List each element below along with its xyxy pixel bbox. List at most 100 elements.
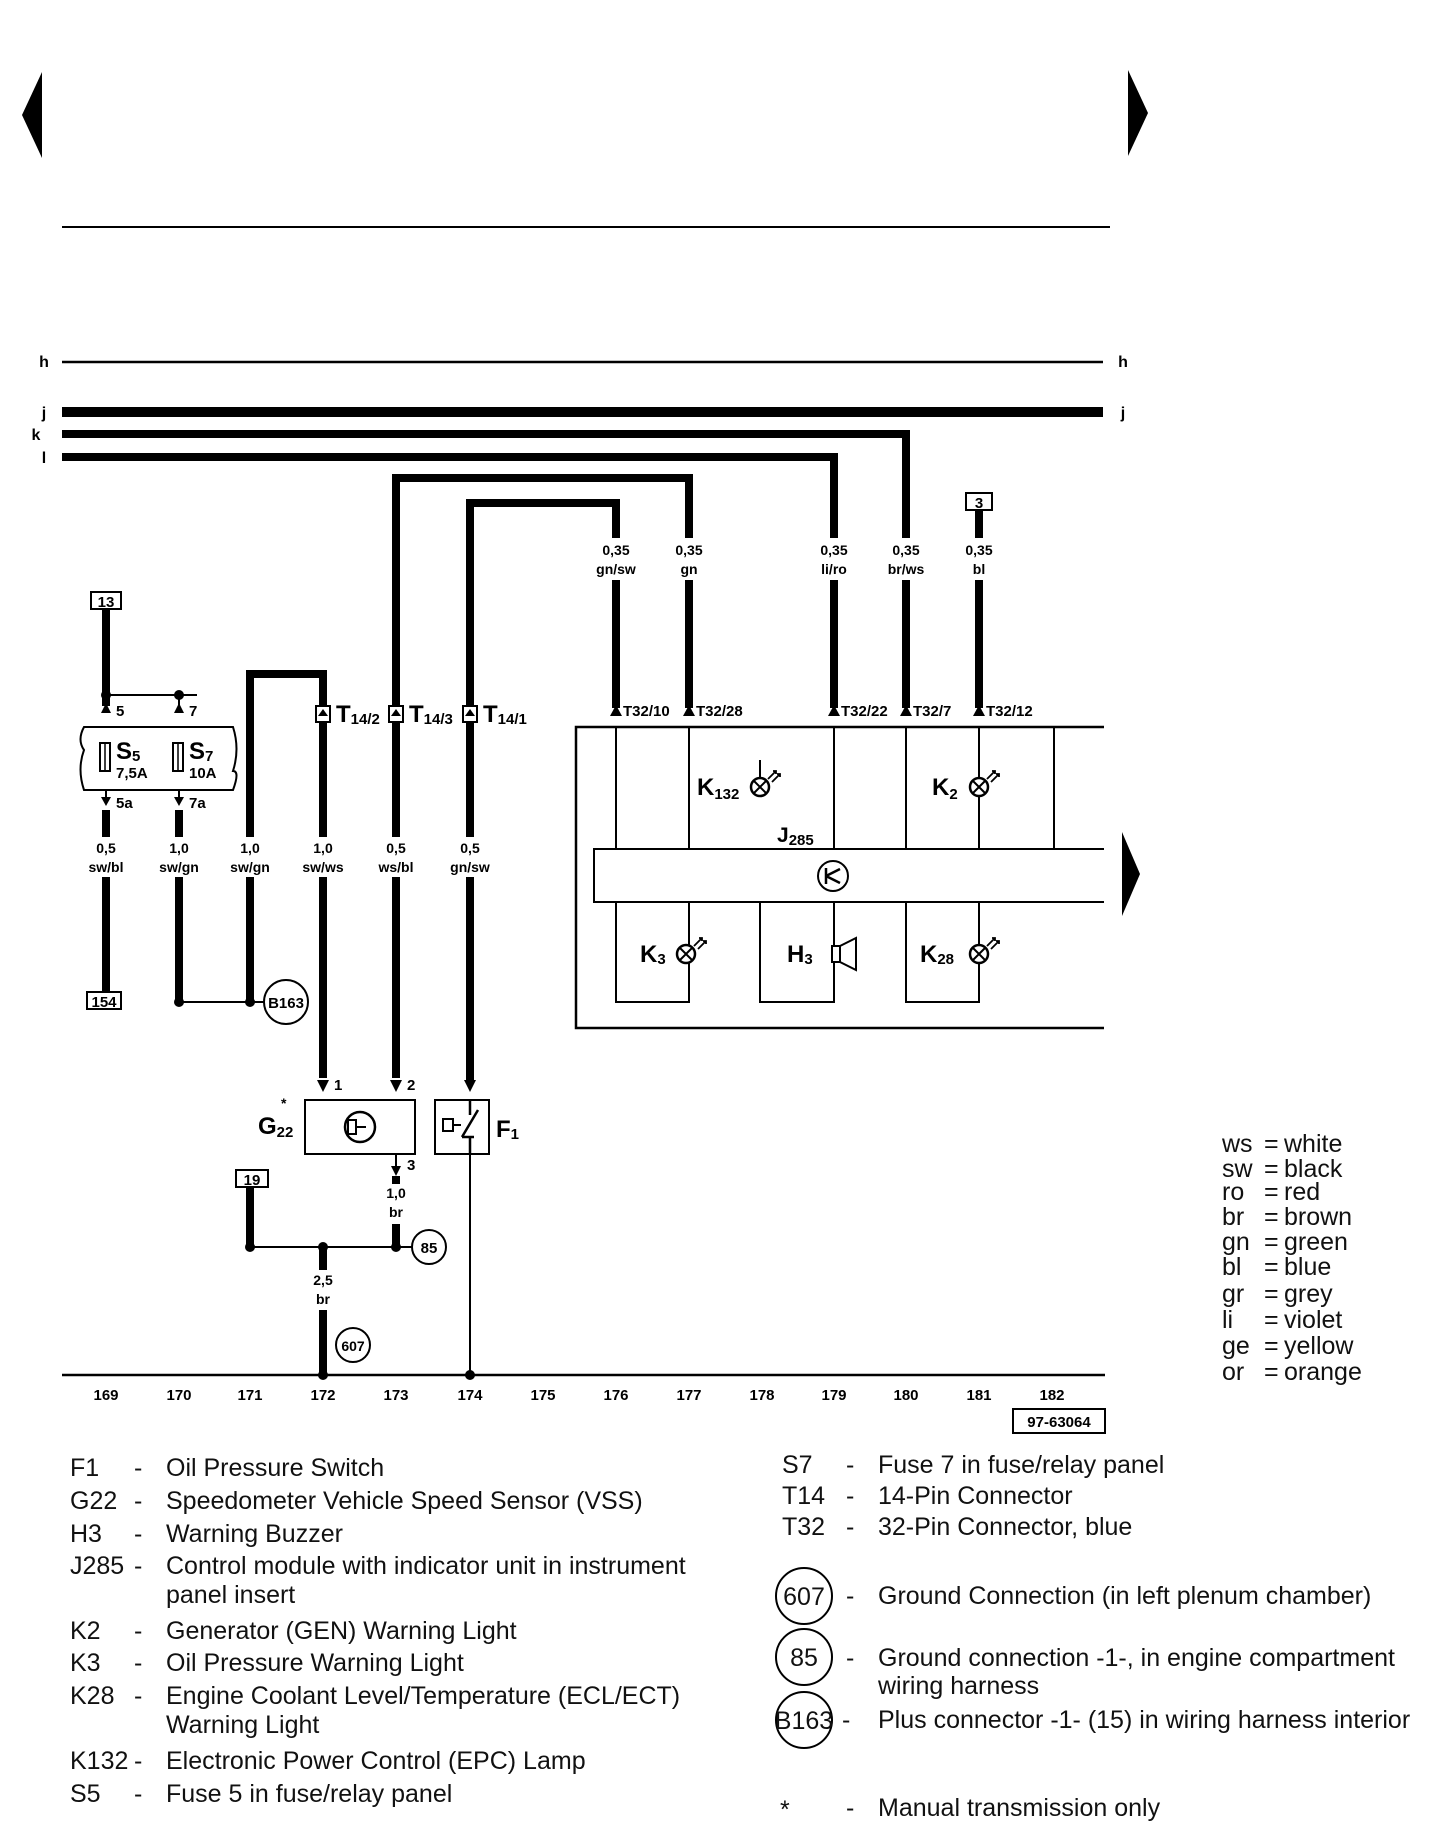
svg-text:154: 154 bbox=[91, 994, 117, 1011]
legend-text: Electronic Power Control (EPC) Lamp bbox=[166, 1747, 586, 1775]
svg-text:K28: K28 bbox=[920, 941, 954, 968]
svg-text:0,35: 0,35 bbox=[675, 542, 702, 558]
svg-text:gn/sw: gn/sw bbox=[450, 859, 490, 875]
svg-text:T14/1: T14/1 bbox=[483, 701, 527, 728]
svg-text:1,0: 1,0 bbox=[240, 840, 260, 856]
track-number: 172 bbox=[310, 1387, 335, 1404]
wire-label-li-ro: 0,35 li/ro bbox=[810, 538, 858, 580]
ground-607: 607 bbox=[335, 1327, 371, 1363]
svg-text:G22: G22 bbox=[258, 1113, 293, 1141]
wire-label-sw-bl: 0,5 sw/bl bbox=[82, 837, 130, 877]
svg-text:br/ws: br/ws bbox=[888, 561, 925, 577]
svg-text:*: * bbox=[780, 1796, 790, 1824]
bus-k: k bbox=[32, 427, 910, 708]
svg-text:bl: bl bbox=[973, 561, 985, 577]
color-name: violet bbox=[1284, 1306, 1342, 1334]
svg-text:7a: 7a bbox=[189, 795, 206, 812]
next-page-arrow[interactable] bbox=[1128, 70, 1148, 156]
svg-text:gn/sw: gn/sw bbox=[596, 561, 636, 577]
color-abbr: ge bbox=[1222, 1332, 1250, 1360]
svg-text:l: l bbox=[42, 450, 46, 467]
legend-text: Control module with indicator unit in in… bbox=[166, 1552, 686, 1580]
color-equals: = bbox=[1264, 1155, 1279, 1183]
svg-text:3: 3 bbox=[407, 1157, 415, 1174]
legend-dash: - bbox=[846, 1482, 854, 1510]
color-legend: ws=whitesw=blackro=redbr=browngn=greenbl… bbox=[1221, 1130, 1362, 1386]
h3-warning-buzzer: H3 bbox=[787, 936, 857, 972]
wire-label-br-2: 2,5 br bbox=[305, 1270, 341, 1310]
svg-text:h: h bbox=[1118, 354, 1128, 371]
fuse-s7: 7 S7 10A 7a bbox=[172, 703, 217, 812]
legend-note: * - Manual transmission only bbox=[780, 1794, 1161, 1824]
svg-text:1: 1 bbox=[334, 1077, 342, 1094]
svg-text:0,5: 0,5 bbox=[386, 840, 406, 856]
svg-text:*: * bbox=[281, 1095, 287, 1111]
svg-text:1,0: 1,0 bbox=[169, 840, 189, 856]
svg-text:B163: B163 bbox=[775, 1707, 833, 1735]
svg-text:H3: H3 bbox=[787, 941, 813, 968]
continue-right-arrow[interactable] bbox=[1122, 832, 1140, 916]
junction-250-ground bbox=[245, 1242, 255, 1252]
track-number: 174 bbox=[457, 1387, 483, 1404]
track-number: 179 bbox=[821, 1387, 846, 1404]
svg-text:wiring harness: wiring harness bbox=[877, 1672, 1039, 1700]
legend-dash: - bbox=[134, 1454, 142, 1482]
legend-text: Warning Light bbox=[166, 1711, 319, 1739]
svg-text:sw/ws: sw/ws bbox=[302, 859, 343, 875]
f1-oil-pressure-switch: F1 bbox=[434, 1080, 519, 1155]
bus-j: j j bbox=[41, 405, 1125, 422]
svg-text:Manual transmission only: Manual transmission only bbox=[878, 1794, 1161, 1822]
connector-t14-1: T14/1 bbox=[462, 701, 527, 728]
svg-text:5: 5 bbox=[116, 703, 124, 720]
ref-box-154: 154 bbox=[86, 991, 122, 1011]
color-abbr: li bbox=[1222, 1306, 1233, 1334]
wire-label-sw-ws: 1,0 sw/ws bbox=[296, 837, 350, 877]
svg-text:607: 607 bbox=[341, 1338, 365, 1354]
svg-text:F1: F1 bbox=[496, 1116, 519, 1143]
legend-code: K132 bbox=[70, 1747, 128, 1775]
svg-text:j: j bbox=[41, 405, 46, 422]
color-abbr: gn bbox=[1222, 1228, 1250, 1256]
legend-dash: - bbox=[134, 1649, 142, 1677]
legend-text: 14-Pin Connector bbox=[878, 1482, 1073, 1510]
legend-dash: - bbox=[846, 1513, 854, 1541]
connector-t14-2: T14/2 bbox=[315, 701, 380, 728]
svg-text:j: j bbox=[1120, 405, 1125, 422]
legend-dash: - bbox=[846, 1451, 854, 1479]
legend-code: T32 bbox=[782, 1513, 825, 1541]
wire-label-gn-sw-bottom: 0,5 gn/sw bbox=[441, 837, 499, 877]
svg-text:0,5: 0,5 bbox=[96, 840, 116, 856]
track-number: 169 bbox=[93, 1387, 118, 1404]
track-number: 177 bbox=[676, 1387, 701, 1404]
legend-code: S5 bbox=[70, 1780, 101, 1808]
color-name: brown bbox=[1284, 1203, 1352, 1231]
color-abbr: sw bbox=[1222, 1155, 1254, 1183]
svg-text:li/ro: li/ro bbox=[821, 561, 847, 577]
svg-text:S5: S5 bbox=[116, 738, 140, 765]
prev-page-arrow[interactable] bbox=[22, 72, 42, 158]
track-number: 181 bbox=[966, 1387, 991, 1404]
legend-text: Speedometer Vehicle Speed Sensor (VSS) bbox=[166, 1487, 643, 1515]
svg-text:gn: gn bbox=[680, 561, 697, 577]
wire-label-bl: 0,35 bl bbox=[957, 538, 1001, 580]
color-equals: = bbox=[1264, 1178, 1279, 1206]
svg-text:10A: 10A bbox=[189, 765, 217, 782]
svg-text:br: br bbox=[389, 1204, 404, 1220]
j285-gauge-icon bbox=[817, 860, 849, 892]
svg-text:T32/7: T32/7 bbox=[913, 703, 951, 720]
svg-text:-: - bbox=[846, 1794, 854, 1822]
svg-text:B163: B163 bbox=[268, 995, 304, 1012]
svg-text:607: 607 bbox=[783, 1583, 825, 1611]
svg-text:sw/bl: sw/bl bbox=[88, 859, 123, 875]
legend-dash: - bbox=[134, 1487, 142, 1515]
svg-text:T32/28: T32/28 bbox=[696, 703, 743, 720]
fuse-panel bbox=[79, 726, 238, 791]
junction-179 bbox=[174, 997, 184, 1007]
wire-label-gn-sw-top: 0,35 gn/sw bbox=[587, 538, 647, 580]
svg-text:0,35: 0,35 bbox=[965, 542, 992, 558]
wire-label-br-1: 1,0 br bbox=[380, 1184, 412, 1224]
svg-text:0,35: 0,35 bbox=[820, 542, 847, 558]
k132-epc-lamp: K132 bbox=[697, 770, 781, 803]
wire-label-sw-gn-b: 1,0 sw/gn bbox=[223, 837, 277, 877]
